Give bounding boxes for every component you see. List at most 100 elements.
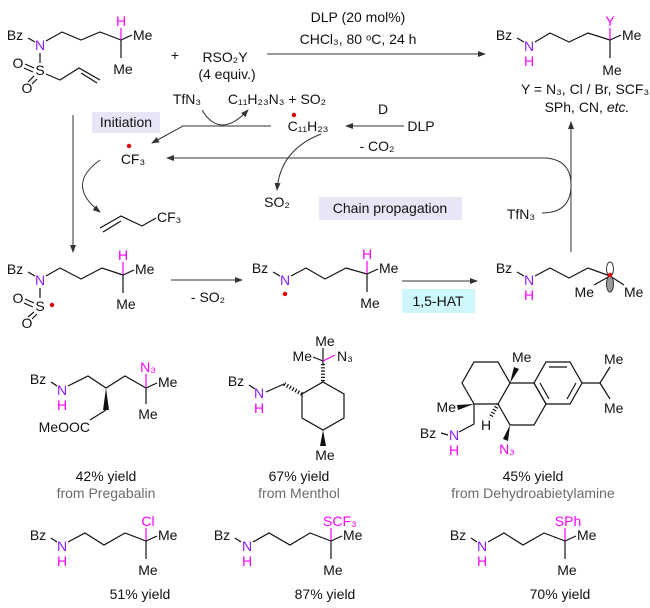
yield-label: 67% yield bbox=[269, 468, 330, 484]
atom-label: H bbox=[477, 553, 487, 569]
bond bbox=[45, 67, 101, 81]
atom-label: Bz bbox=[450, 527, 466, 543]
atom-label: H bbox=[242, 553, 252, 569]
bond bbox=[458, 404, 475, 433]
atom-label: Me bbox=[557, 562, 577, 578]
amidyl-radical-intermediate: Bz N H Me Me bbox=[252, 246, 399, 311]
radical-dot bbox=[49, 302, 55, 308]
aromatic-ring bbox=[533, 361, 583, 405]
ring-b bbox=[497, 382, 547, 426]
bond bbox=[27, 75, 35, 83]
atom-label: H bbox=[254, 400, 264, 416]
bond bbox=[24, 298, 35, 304]
atom-label: Me bbox=[138, 562, 158, 578]
wedge-bond bbox=[457, 404, 474, 410]
bond bbox=[322, 354, 336, 362]
hat-box bbox=[402, 289, 475, 313]
atom-label: H bbox=[116, 13, 126, 29]
atom-label: Me bbox=[135, 261, 155, 277]
bond bbox=[564, 535, 577, 542]
cyclohexane-ring bbox=[301, 381, 345, 431]
sulfonyl-radical-intermediate: Bz N H Me Me S O O bbox=[7, 247, 155, 331]
bond bbox=[50, 537, 58, 543]
bond bbox=[440, 432, 449, 436]
scope-line-2: SPh, CN, etc. bbox=[545, 99, 630, 115]
bond bbox=[234, 537, 242, 543]
bond bbox=[27, 37, 36, 43]
atom-label: O bbox=[13, 55, 24, 71]
atom-label: N₃ bbox=[140, 359, 156, 375]
atom-label: Me bbox=[138, 406, 158, 422]
atom-label: Me bbox=[116, 296, 136, 312]
atom-label: Me bbox=[360, 295, 380, 311]
bond bbox=[45, 31, 122, 42]
atom-label: Me bbox=[575, 284, 595, 300]
atom-label: Me bbox=[512, 349, 532, 365]
atom-label: Me bbox=[113, 61, 133, 77]
curved-arrow bbox=[82, 159, 101, 213]
bond bbox=[50, 381, 58, 387]
cf3-radical: CF₃ bbox=[121, 151, 145, 167]
atom-label: Me bbox=[379, 260, 399, 276]
atom-label: Me bbox=[158, 374, 178, 390]
atom-label: N₃ bbox=[337, 348, 353, 364]
atom-label: N bbox=[57, 538, 67, 554]
product-menthol: Me Me N₃ Me Bz N H bbox=[228, 333, 353, 463]
scope-list: SPh, CN, bbox=[545, 99, 607, 115]
atom-label: Bz bbox=[7, 261, 23, 277]
bond bbox=[330, 535, 343, 542]
atom-label: N bbox=[524, 272, 534, 288]
bond bbox=[534, 267, 611, 279]
hashed-bond bbox=[283, 382, 303, 396]
atom-label: Y bbox=[605, 13, 615, 29]
bond bbox=[67, 375, 147, 389]
minus-co2: - CO₂ bbox=[360, 138, 395, 154]
atom-label: Bz bbox=[496, 27, 512, 43]
atom-label: Me bbox=[343, 527, 363, 543]
atom-label: Me bbox=[437, 399, 457, 415]
wedge-bond bbox=[103, 388, 109, 410]
atom-label: Bz bbox=[7, 27, 23, 43]
atom-label: H bbox=[524, 53, 534, 69]
source-label: from Menthol bbox=[258, 485, 340, 501]
initiation-label: Initiation bbox=[100, 114, 152, 130]
atom-label: H bbox=[57, 397, 67, 413]
hat-label: 1,5-HAT bbox=[412, 293, 464, 309]
yield-label: 70% yield bbox=[530, 586, 591, 602]
minus-so2: - SO₂ bbox=[191, 289, 225, 305]
source-label: from Pregabalin bbox=[57, 485, 156, 501]
atom-label: Me bbox=[293, 348, 313, 364]
atom-label: O bbox=[22, 315, 33, 331]
reagent: RSO₂Y bbox=[202, 49, 248, 65]
alkene-cf3: CF₃ bbox=[157, 209, 181, 225]
product-dehydroabietylamine: Me Me Me Me H N₃ N H Bz bbox=[420, 349, 624, 458]
atom-label: Bz bbox=[252, 260, 268, 276]
atom-label: Me bbox=[624, 284, 644, 300]
tfn3-initiation: TfN₃ bbox=[173, 91, 201, 107]
atom-label: O bbox=[13, 290, 24, 306]
scope-etc: etc. bbox=[607, 99, 630, 115]
atom-label: N bbox=[35, 272, 45, 288]
atom-label: Bz bbox=[420, 425, 436, 441]
atom-label: O bbox=[22, 80, 33, 96]
arrow bbox=[151, 125, 271, 144]
curved-arrow bbox=[541, 157, 572, 214]
so2: SO₂ bbox=[264, 194, 290, 210]
reagent-equiv: (4 equiv.) bbox=[198, 66, 255, 82]
bond bbox=[27, 311, 35, 318]
atom-label: H bbox=[362, 246, 372, 262]
bond bbox=[23, 67, 34, 73]
yield-label: 87% yield bbox=[295, 586, 356, 602]
atom-label: Me bbox=[323, 562, 343, 578]
atom-label: N bbox=[449, 427, 459, 443]
carbon-radical-intermediate: Bz N H Me Me bbox=[496, 260, 644, 303]
atom-label: H bbox=[449, 442, 459, 458]
atom-label: Me bbox=[133, 27, 153, 43]
atom-label: Me bbox=[315, 333, 335, 349]
heat-label: D bbox=[378, 101, 388, 117]
curved-arrow bbox=[201, 109, 249, 126]
atom-label: SCF₃ bbox=[323, 513, 357, 529]
atom-label: MeOOC bbox=[39, 419, 90, 435]
source-label: from Dehydroabietylamine bbox=[451, 485, 615, 501]
